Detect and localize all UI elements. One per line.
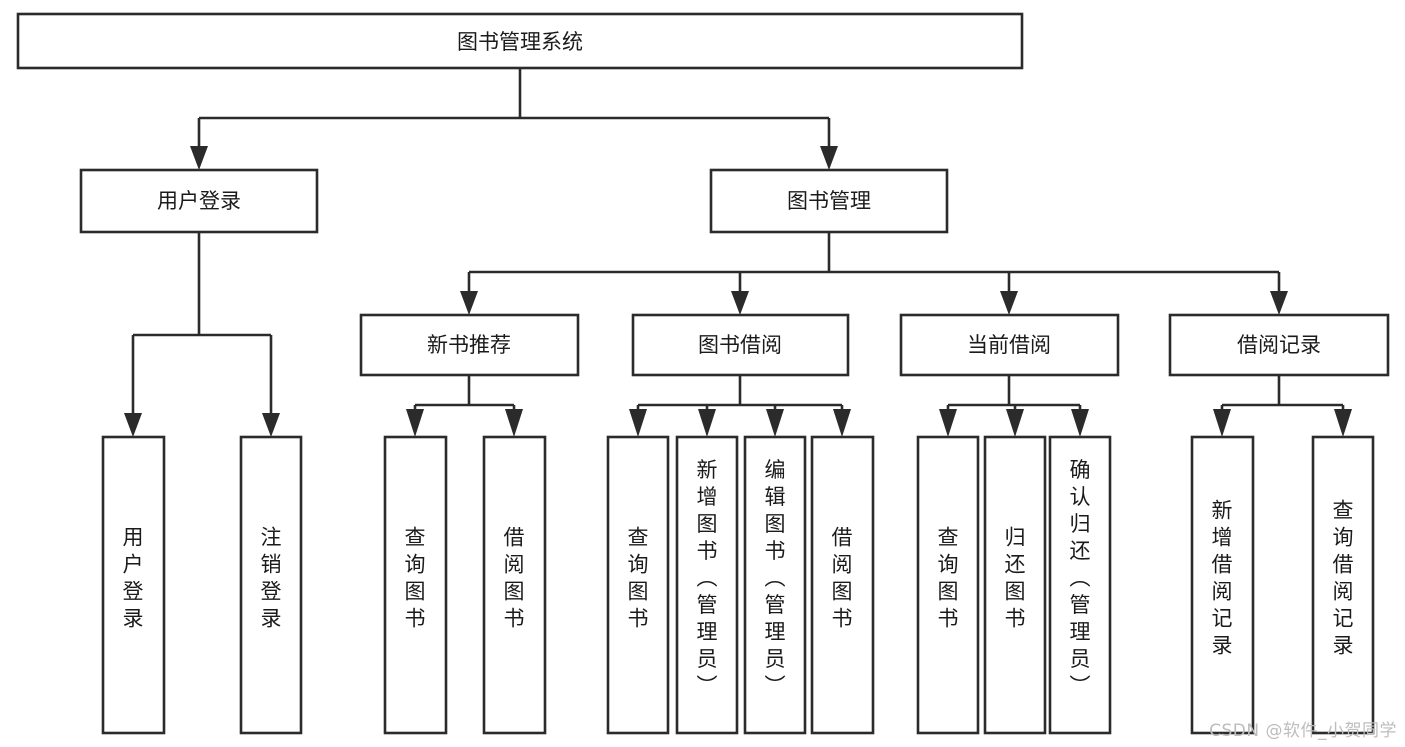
node-leaf-query-record[interactable]: 查询借阅记录 xyxy=(1311,435,1375,735)
node-user-login-label: 用户登录 xyxy=(157,189,241,213)
node-leaf-edit-book-label: 编辑图书︵管理员︶ xyxy=(765,458,786,698)
node-leaf-add-book-box[interactable] xyxy=(675,435,739,735)
node-current-borrow-box[interactable] xyxy=(899,313,1120,377)
node-leaf-query-book-3-label: 查询图书 xyxy=(938,526,959,631)
node-leaf-query-book-2-box[interactable] xyxy=(606,435,670,735)
node-new-book-recommend[interactable]: 新书推荐 xyxy=(359,313,580,377)
node-book-management[interactable]: 图书管理 xyxy=(709,168,949,234)
arrow-head-leaf-user-logout xyxy=(262,413,280,437)
node-leaf-borrow-book-2-label: 借阅图书 xyxy=(832,526,853,631)
node-book-borrow[interactable]: 图书借阅 xyxy=(631,313,850,377)
arrow-head-leaf-user-login xyxy=(124,413,142,437)
node-leaf-query-book-1-label: 查询图书 xyxy=(405,526,426,631)
node-leaf-query-book-1[interactable]: 查询图书 xyxy=(383,435,448,735)
arrow-head-leaf-query-book-1 xyxy=(406,409,424,437)
node-leaf-user-login[interactable]: 用户登录 xyxy=(101,435,166,735)
node-leaf-add-record[interactable]: 新增借阅记录 xyxy=(1190,435,1255,735)
node-leaf-confirm-return-label: 确认归还︵管理员︶ xyxy=(1070,458,1091,698)
node-leaf-edit-book-box[interactable] xyxy=(743,435,807,735)
node-borrow-record[interactable]: 借阅记录 xyxy=(1168,313,1390,377)
node-leaf-borrow-book-1-box[interactable] xyxy=(482,435,547,735)
arrow-head-user-login xyxy=(190,146,208,170)
node-current-borrow[interactable]: 当前借阅 xyxy=(899,313,1120,377)
node-leaf-add-book[interactable]: 新增图书︵管理员︶ xyxy=(675,435,739,735)
arrow-head-leaf-borrow-book-2 xyxy=(833,409,851,437)
node-leaf-user-login-label: 用户登录 xyxy=(123,526,144,631)
node-leaf-user-logout[interactable]: 注销登录 xyxy=(239,435,303,735)
node-user-login-box[interactable] xyxy=(79,168,319,234)
arrow-head-borrow-record xyxy=(1270,291,1288,315)
arrow-head-leaf-confirm-return xyxy=(1071,409,1089,437)
arrow-head-book-management xyxy=(820,146,838,170)
node-leaf-borrow-book-1[interactable]: 借阅图书 xyxy=(482,435,547,735)
node-book-borrow-label: 图书借阅 xyxy=(698,333,782,357)
node-root-box[interactable] xyxy=(16,12,1024,70)
node-leaf-query-record-label: 查询借阅记录 xyxy=(1333,499,1354,658)
node-leaf-query-book-2-label: 查询图书 xyxy=(628,526,649,631)
node-borrow-record-label: 借阅记录 xyxy=(1237,333,1321,357)
arrow-head-leaf-return-book xyxy=(1006,409,1024,437)
node-book-borrow-box[interactable] xyxy=(631,313,850,377)
node-leaf-edit-book[interactable]: 编辑图书︵管理员︶ xyxy=(743,435,807,735)
node-leaf-confirm-return[interactable]: 确认归还︵管理员︶ xyxy=(1048,435,1112,735)
node-leaf-query-book-2[interactable]: 查询图书 xyxy=(606,435,670,735)
node-leaf-add-record-label: 新增借阅记录 xyxy=(1212,499,1233,658)
node-leaf-query-record-box[interactable] xyxy=(1311,435,1375,735)
arrow-head-book-borrow xyxy=(731,291,749,315)
node-leaf-borrow-book-1-label: 借阅图书 xyxy=(504,526,525,631)
arrow-head-current-borrow xyxy=(1000,291,1018,315)
node-borrow-record-box[interactable] xyxy=(1168,313,1390,377)
node-root[interactable]: 图书管理系统 xyxy=(16,12,1024,70)
node-leaf-query-book-3-box[interactable] xyxy=(916,435,980,735)
node-current-borrow-label: 当前借阅 xyxy=(967,333,1051,357)
node-leaf-borrow-book-2[interactable]: 借阅图书 xyxy=(810,435,875,735)
node-leaf-borrow-book-2-box[interactable] xyxy=(810,435,875,735)
node-book-management-box[interactable] xyxy=(709,168,949,234)
connector-layer xyxy=(124,68,1352,437)
node-book-management-label: 图书管理 xyxy=(787,189,871,213)
node-leaf-return-book-label: 归还图书 xyxy=(1005,526,1026,631)
arrow-head-leaf-edit-book xyxy=(766,409,784,437)
arrow-head-leaf-borrow-book-1 xyxy=(505,409,523,437)
node-new-book-recommend-label: 新书推荐 xyxy=(427,333,511,357)
node-root-label: 图书管理系统 xyxy=(457,30,583,54)
arrow-head-leaf-query-record xyxy=(1334,409,1352,437)
node-leaf-query-book-1-box[interactable] xyxy=(383,435,448,735)
node-leaf-user-logout-box[interactable] xyxy=(239,435,303,735)
node-leaf-query-book-3[interactable]: 查询图书 xyxy=(916,435,980,735)
node-leaf-user-login-box[interactable] xyxy=(101,435,166,735)
node-user-login[interactable]: 用户登录 xyxy=(79,168,319,234)
csdn-watermark: CSDN @软件_小贺同学 xyxy=(1209,721,1397,741)
node-leaf-confirm-return-box[interactable] xyxy=(1048,435,1112,735)
node-leaf-return-book-box[interactable] xyxy=(983,435,1047,735)
arrow-head-leaf-query-book-2 xyxy=(629,409,647,437)
arrow-head-leaf-add-book xyxy=(698,409,716,437)
node-leaf-add-record-box[interactable] xyxy=(1190,435,1255,735)
arrow-head-leaf-add-record xyxy=(1213,409,1231,437)
node-leaf-user-logout-label: 注销登录 xyxy=(261,526,282,631)
node-leaf-add-book-label: 新增图书︵管理员︶ xyxy=(697,458,718,698)
arrow-head-new-book-recommend xyxy=(460,291,478,315)
arrow-head-leaf-query-book-3 xyxy=(939,409,957,437)
node-new-book-recommend-box[interactable] xyxy=(359,313,580,377)
node-leaf-return-book[interactable]: 归还图书 xyxy=(983,435,1047,735)
